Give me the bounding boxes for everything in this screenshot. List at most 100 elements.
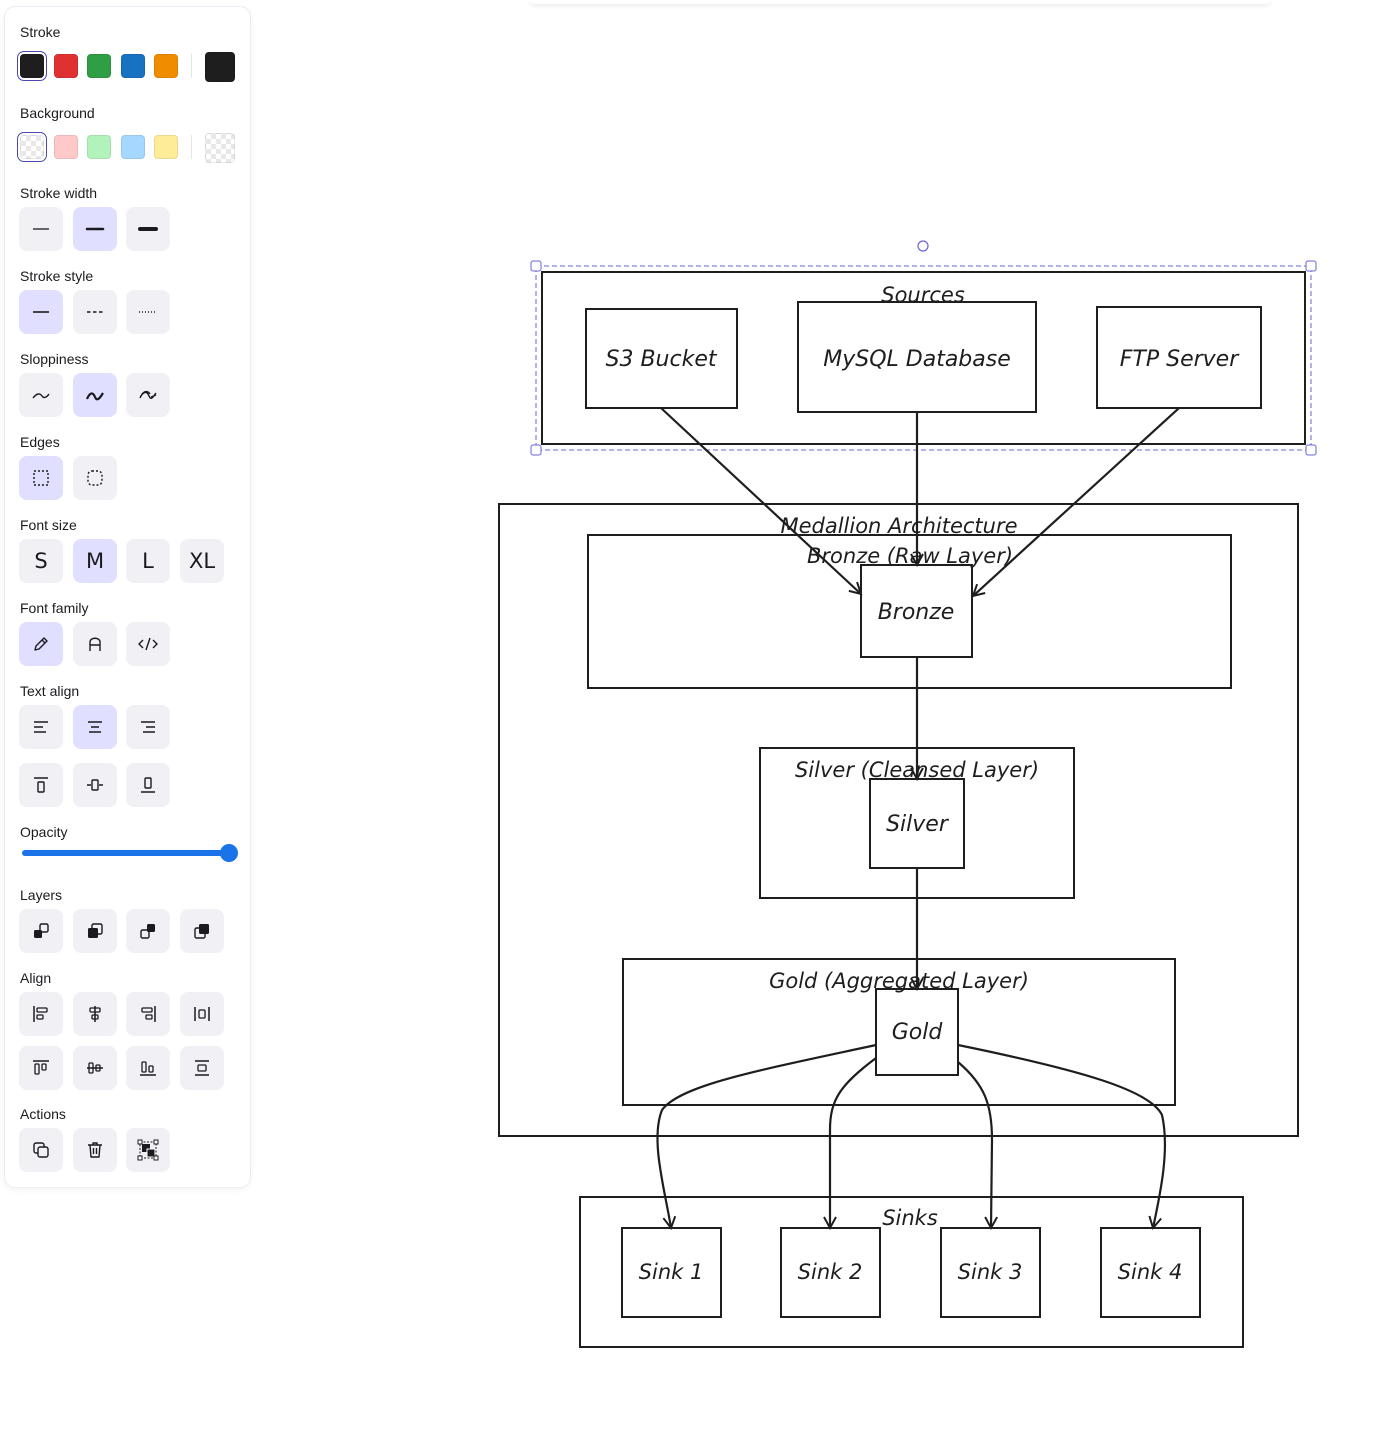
arrow-gold-to-sink-4[interactable]	[957, 1043, 1167, 1228]
stroke-width-thin-button[interactable]	[19, 207, 63, 251]
gold-layer-container[interactable]	[622, 958, 1176, 1106]
distribute-horizontally-button[interactable]	[180, 992, 224, 1036]
thin-line-icon	[33, 228, 49, 230]
edges-sharp-button[interactable]	[19, 456, 63, 500]
group-button[interactable]	[126, 1128, 170, 1172]
resize-handle-sw[interactable]	[530, 444, 542, 456]
sources-container[interactable]	[541, 271, 1306, 445]
silver-label: Silver	[886, 812, 950, 837]
send-to-back-button[interactable]	[19, 909, 63, 953]
resize-handle-se[interactable]	[1305, 444, 1317, 456]
distribute-vertically-button[interactable]	[180, 1046, 224, 1090]
background-color-green[interactable]	[87, 135, 111, 159]
sinks-container[interactable]	[579, 1196, 1244, 1348]
medallion-container[interactable]	[498, 503, 1299, 1137]
bring-to-front-icon	[194, 924, 209, 939]
font-family-normal-button[interactable]	[73, 622, 117, 666]
bronze-layer-title: Bronze (Raw Layer)	[807, 544, 1013, 568]
gold-layer-title: Gold (Aggregated Layer)	[769, 969, 1029, 993]
stroke-color-current[interactable]	[205, 52, 235, 82]
font-size-l-label: L	[142, 549, 154, 573]
align-left-button[interactable]	[19, 992, 63, 1036]
opacity-label: Opacity	[20, 824, 68, 840]
stroke-color-blue[interactable]	[121, 54, 145, 78]
stroke-width-label: Stroke width	[20, 185, 98, 201]
font-size-xl-label: XL	[188, 549, 216, 573]
stroke-width-extra-bold-button[interactable]	[126, 207, 170, 251]
text-align-right-button[interactable]	[126, 705, 170, 749]
bring-forward-icon	[140, 924, 155, 939]
stroke-color-black[interactable]	[17, 51, 47, 81]
bring-forward-button[interactable]	[126, 909, 170, 953]
vertical-align-middle-button[interactable]	[73, 763, 117, 807]
align-top-button[interactable]	[19, 1046, 63, 1090]
delete-button[interactable]	[73, 1128, 117, 1172]
background-color-current[interactable]	[205, 133, 235, 163]
stroke-style-label: Stroke style	[20, 268, 94, 284]
stroke-width-bold-button[interactable]	[73, 207, 117, 251]
duplicate-button[interactable]	[19, 1128, 63, 1172]
bronze-layer-container[interactable]	[587, 534, 1232, 689]
background-label: Background	[20, 105, 95, 121]
align-v-center-icon	[87, 1062, 103, 1074]
background-color-transparent[interactable]	[17, 132, 47, 162]
duplicate-icon	[33, 1142, 49, 1158]
arrow-gold-to-sink-2[interactable]	[830, 1057, 877, 1228]
swatch-divider	[191, 135, 192, 159]
bring-to-front-button[interactable]	[180, 909, 224, 953]
sources-title: Sources	[881, 283, 965, 307]
stroke-color-green[interactable]	[87, 54, 111, 78]
text-align-label: Text align	[20, 683, 80, 699]
align-vertical-center-button[interactable]	[73, 1046, 117, 1090]
edges-label: Edges	[20, 434, 60, 450]
align-right-icon	[141, 721, 155, 733]
actions-label: Actions	[20, 1106, 66, 1122]
align-right-button[interactable]	[126, 992, 170, 1036]
gold-label: Gold	[892, 1020, 944, 1045]
sloppiness-artist-button[interactable]	[73, 373, 117, 417]
arrow-ftp-to-bronze[interactable]	[973, 407, 1180, 596]
background-color-blue[interactable]	[121, 135, 145, 159]
font-size-s-label: S	[34, 549, 48, 573]
font-family-hand-drawn-button[interactable]	[19, 622, 63, 666]
font-size-l-button[interactable]: L	[126, 539, 170, 583]
sloppiness-architect-button[interactable]	[19, 373, 63, 417]
stroke-style-dashed-button[interactable]	[73, 290, 117, 334]
arrow-gold-to-sink-3[interactable]	[957, 1061, 992, 1228]
font-size-m-button[interactable]: M	[73, 539, 117, 583]
opacity-slider-thumb[interactable]	[220, 844, 238, 862]
swatch-divider	[191, 54, 192, 78]
text-align-center-button[interactable]	[73, 705, 117, 749]
send-backward-button[interactable]	[73, 909, 117, 953]
opacity-slider-track[interactable]	[22, 850, 232, 856]
font-size-s-button[interactable]: S	[19, 539, 63, 583]
background-color-yellow[interactable]	[154, 135, 178, 159]
align-horizontal-center-button[interactable]	[73, 992, 117, 1036]
properties-panel: Stroke Background Stroke width Stroke st…	[5, 7, 250, 1187]
send-to-back-icon	[34, 923, 49, 938]
stroke-color-red[interactable]	[54, 54, 78, 78]
vertical-align-bottom-button[interactable]	[126, 763, 170, 807]
resize-handle-ne[interactable]	[1305, 260, 1317, 272]
rotate-handle[interactable]	[917, 240, 929, 252]
sloppiness-cartoonist-button[interactable]	[126, 373, 170, 417]
arrow-gold-to-sink-1[interactable]	[656, 1043, 877, 1228]
font-family-code-button[interactable]	[126, 622, 170, 666]
resize-handle-nw[interactable]	[530, 260, 542, 272]
text-align-left-button[interactable]	[19, 705, 63, 749]
edges-round-button[interactable]	[73, 456, 117, 500]
align-bottom-button[interactable]	[126, 1046, 170, 1090]
stroke-style-solid-button[interactable]	[19, 290, 63, 334]
align-label: Align	[20, 970, 52, 986]
vertical-align-top-button[interactable]	[19, 763, 63, 807]
align-middle-icon	[87, 779, 103, 791]
font-size-xl-button[interactable]: XL	[180, 539, 224, 583]
stroke-color-orange[interactable]	[154, 54, 178, 78]
stroke-style-dotted-button[interactable]	[126, 290, 170, 334]
align-left-icon	[34, 721, 48, 733]
selection-box[interactable]	[530, 240, 1317, 456]
font-size-label: Font size	[20, 517, 77, 533]
arrow-s3-to-bronze[interactable]	[660, 407, 861, 594]
background-color-red[interactable]	[54, 135, 78, 159]
